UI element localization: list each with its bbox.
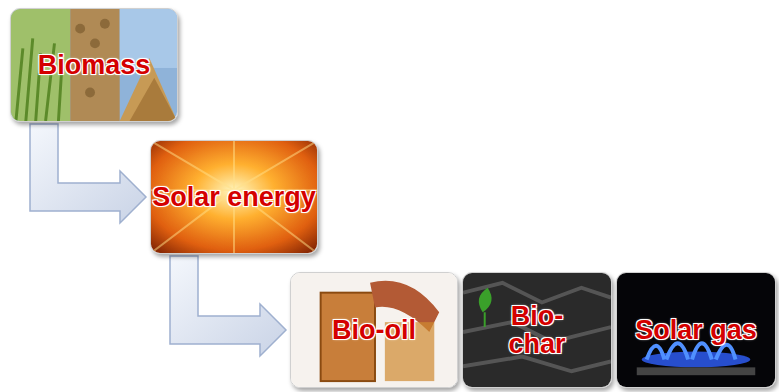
box-label: Bio-char bbox=[491, 302, 583, 359]
process-box: Bio-oil bbox=[290, 272, 458, 388]
process-box: Solar gas bbox=[616, 272, 776, 388]
process-box: Biomass bbox=[10, 8, 178, 122]
process-box: Bio-char bbox=[462, 272, 612, 388]
process-box: Solar energy bbox=[150, 140, 318, 254]
box-label: Bio-oil bbox=[332, 316, 416, 344]
box-label: Biomass bbox=[38, 51, 151, 79]
block-arrow bbox=[30, 124, 146, 223]
box-label: Solar energy bbox=[152, 183, 316, 211]
block-arrow bbox=[170, 256, 286, 356]
box-label: Solar gas bbox=[635, 316, 757, 344]
